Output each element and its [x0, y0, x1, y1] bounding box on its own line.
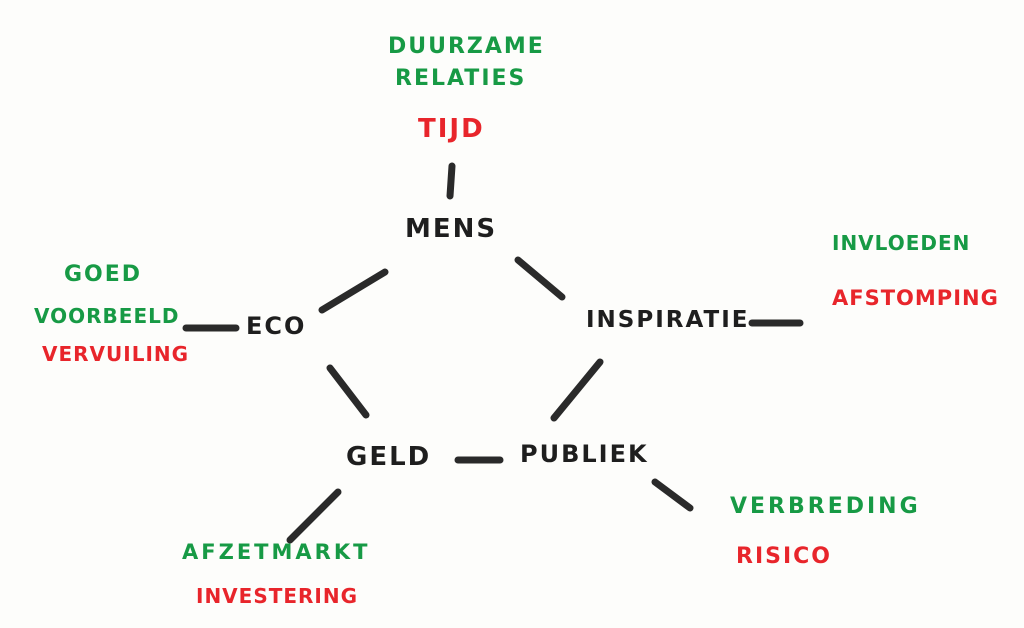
publiek-negative: RISICO — [736, 544, 833, 569]
node-publiek: PUBLIEK — [520, 440, 649, 468]
leader-geld — [286, 488, 342, 544]
edge-mens-inspiratie — [514, 256, 566, 301]
eco-positive-line1: GOED — [64, 262, 143, 287]
edge-eco-geld — [326, 364, 370, 419]
node-inspiratie: INSPIRATIE — [586, 307, 750, 333]
leader-publiek — [651, 478, 694, 512]
geld-negative: INVESTERING — [196, 584, 359, 608]
inspiratie-negative: AFSTOMPING — [832, 286, 999, 310]
inspiratie-positive: INVLOEDEN — [832, 231, 971, 255]
mens-negative: TIJD — [418, 114, 485, 144]
edge-mens-eco — [318, 268, 389, 314]
edge-publiek-inspiratie — [550, 358, 604, 422]
node-mens: MENS — [405, 214, 498, 244]
node-geld: GELD — [346, 442, 432, 472]
node-eco: ECO — [246, 312, 307, 340]
mens-positive-line2: RELATIES — [395, 66, 527, 91]
eco-positive-line2: VOORBEELD — [34, 304, 180, 328]
publiek-positive: VERBREDING — [730, 494, 921, 519]
geld-positive: AFZETMARKT — [182, 540, 371, 564]
leader-mens — [446, 162, 456, 200]
eco-negative: VERVUILING — [42, 342, 190, 366]
mens-positive-line1: DUURZAME — [388, 34, 545, 59]
